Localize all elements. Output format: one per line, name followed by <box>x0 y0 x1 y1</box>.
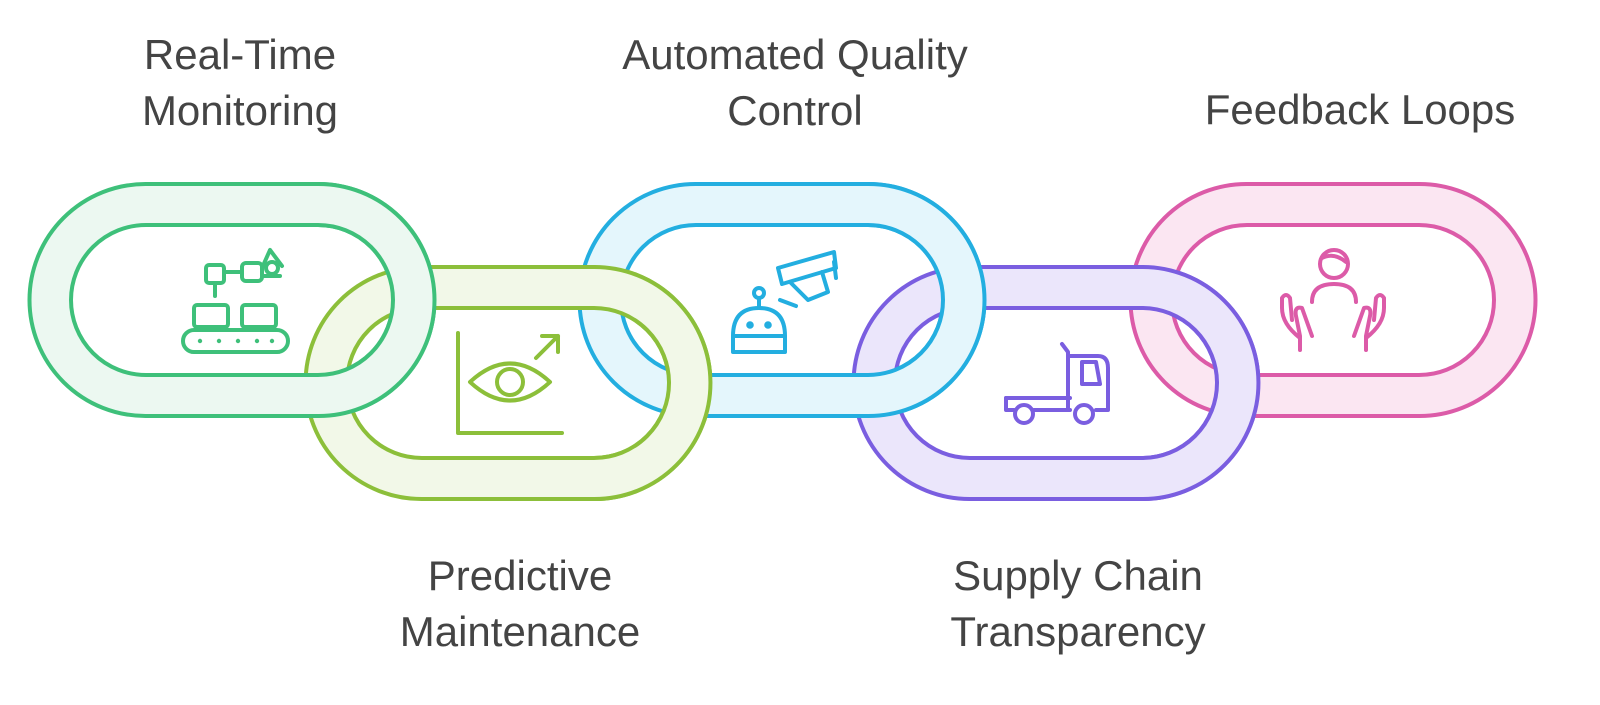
chain-link-ring <box>1056 265 1261 501</box>
robot-arm-conveyor-icon <box>181 248 290 354</box>
chain-link-feedback-loops <box>1128 182 1538 418</box>
chain-link-ring <box>782 182 987 418</box>
chain-link-real-time-monitoring <box>232 182 437 418</box>
label-line: Automated Quality <box>622 31 968 78</box>
label-predictive-maintenance: Predictive Maintenance <box>300 548 740 660</box>
eye-chart-trend-icon <box>456 331 564 435</box>
label-automated-quality-control: Automated Quality Control <box>575 27 1015 139</box>
label-line: Maintenance <box>399 608 641 655</box>
person-hands-icon <box>1280 248 1386 352</box>
chain-link-ring <box>232 182 437 418</box>
label-line: Transparency <box>950 608 1206 655</box>
label-supply-chain-transparency: Supply Chain Transparency <box>858 548 1298 660</box>
label-line: Real-Time <box>143 31 337 78</box>
label-line: Control <box>727 87 863 134</box>
chain-link-supply-chain-transparency <box>1056 265 1261 501</box>
chain-link-predictive-maintenance <box>508 265 713 501</box>
label-feedback-loops: Feedback Loops <box>1140 82 1580 138</box>
chain-link-ring <box>1128 182 1538 418</box>
label-line: Monitoring <box>141 87 339 134</box>
chain-link-automated-quality-control <box>782 182 987 418</box>
label-line: Supply Chain <box>953 552 1203 599</box>
label-line: Predictive <box>427 552 613 599</box>
truck-icon <box>1004 342 1110 425</box>
label-line: Feedback Loops <box>1204 86 1516 133</box>
robot-security-camera-icon <box>731 250 838 354</box>
chain-link-ring <box>508 265 713 501</box>
label-real-time-monitoring: Real-Time Monitoring <box>20 27 460 139</box>
